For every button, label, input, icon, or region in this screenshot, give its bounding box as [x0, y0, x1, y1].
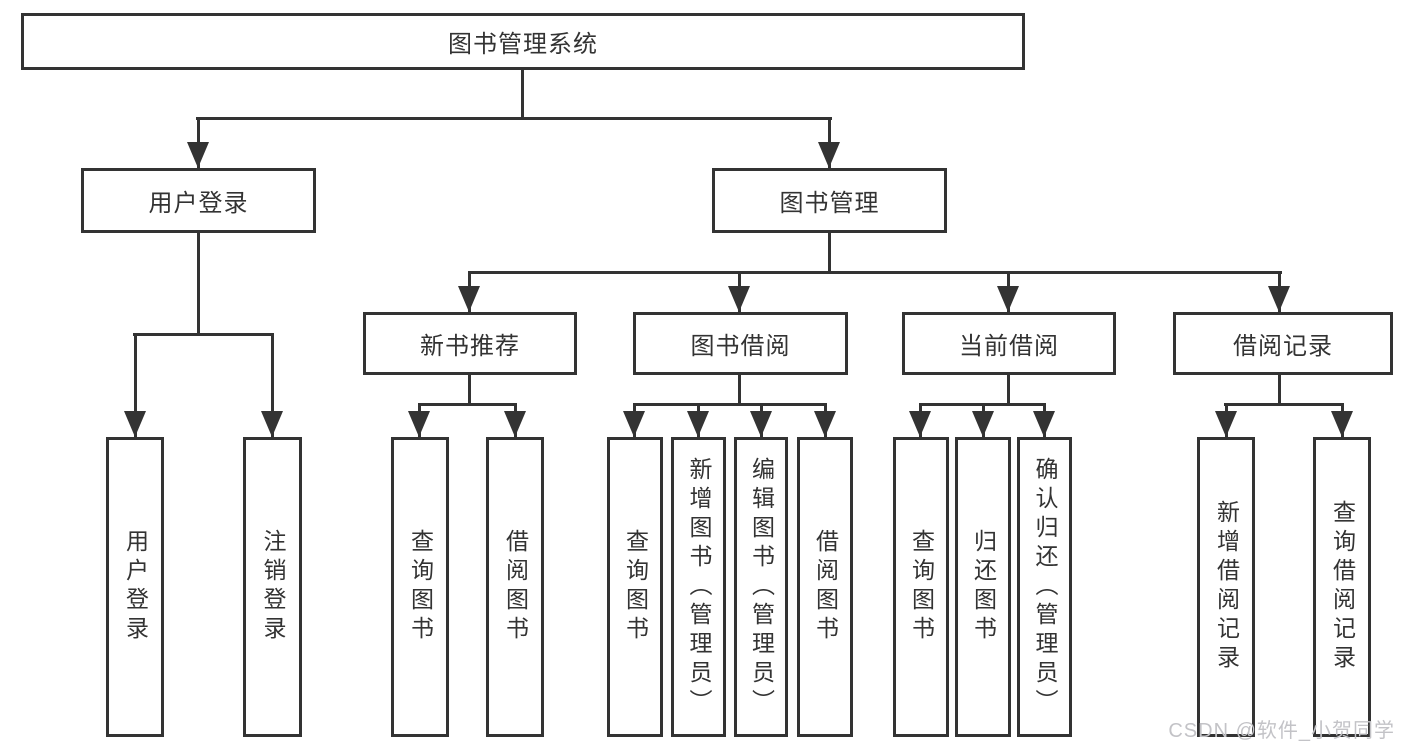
- arrow-down-icon: [504, 411, 526, 437]
- leaf-borrow-books-borrowing: 借阅图书: [797, 437, 853, 737]
- node-borrowing-records: 借阅记录: [1173, 312, 1393, 375]
- connector-stem-borrowing-records: [1278, 373, 1281, 406]
- arrow-down-icon: [909, 411, 931, 437]
- connector-arrow-line: [271, 333, 274, 437]
- node-new-book-recommend: 新书推荐: [363, 312, 577, 375]
- arrow-down-icon: [1331, 411, 1353, 437]
- arrow-down-icon: [750, 411, 772, 437]
- connector-branch-borrowing-records: [1224, 403, 1344, 406]
- arrow-down-icon: [458, 286, 480, 312]
- leaf-query-books-current: 查询图书: [893, 437, 949, 737]
- node-current-borrowing: 当前借阅: [902, 312, 1116, 375]
- leaf-query-borrow-record: 查询借阅记录: [1313, 437, 1371, 737]
- connector-branch-user-login: [133, 333, 274, 336]
- arrow-down-icon: [997, 286, 1019, 312]
- arrow-down-icon: [187, 142, 209, 168]
- leaf-user-login: 用户登录: [106, 437, 164, 737]
- connector-branch-book-management: [468, 271, 1282, 274]
- node-book-management: 图书管理: [712, 168, 947, 233]
- connector-stem-current-borrowing: [1007, 373, 1010, 406]
- connector-stem-book-management: [828, 231, 831, 274]
- leaf-return-book: 归还图书: [955, 437, 1011, 737]
- arrow-down-icon: [623, 411, 645, 437]
- connector-stem-new-book-recommend: [468, 373, 471, 406]
- leaf-borrow-books-recommend: 借阅图书: [486, 437, 544, 737]
- connector-branch-book-borrowing: [633, 403, 827, 406]
- leaf-add-borrow-record: 新增借阅记录: [1197, 437, 1255, 737]
- connector-arrow-line: [134, 333, 137, 437]
- arrow-down-icon: [972, 411, 994, 437]
- arrow-down-icon: [1033, 411, 1055, 437]
- arrow-down-icon: [408, 411, 430, 437]
- arrow-down-icon: [1215, 411, 1237, 437]
- arrow-down-icon: [261, 411, 283, 437]
- arrow-down-icon: [1268, 286, 1290, 312]
- watermark: CSDN @软件_小贺同学: [1168, 720, 1395, 742]
- arrow-down-icon: [124, 411, 146, 437]
- connector-stem-user-login: [197, 230, 200, 336]
- leaf-query-books-recommend: 查询图书: [391, 437, 449, 737]
- connector-branch-new-book-recommend: [418, 403, 517, 406]
- node-root: 图书管理系统: [21, 13, 1025, 70]
- connector-stem-root: [521, 68, 524, 120]
- arrow-down-icon: [814, 411, 836, 437]
- connector-stem-book-borrowing: [738, 373, 741, 406]
- leaf-query-books-borrowing: 查询图书: [607, 437, 663, 737]
- arrow-down-icon: [687, 411, 709, 437]
- leaf-add-book-admin: 新增图书（管理员）: [671, 437, 726, 737]
- node-book-borrowing: 图书借阅: [633, 312, 848, 375]
- leaf-confirm-return-admin: 确认归还（管理员）: [1017, 437, 1072, 737]
- connector-branch-level1: [196, 117, 832, 120]
- arrow-down-icon: [818, 142, 840, 168]
- leaf-edit-book-admin: 编辑图书（管理员）: [734, 437, 788, 737]
- leaf-logout: 注销登录: [243, 437, 302, 737]
- node-user-login: 用户登录: [81, 168, 316, 233]
- arrow-down-icon: [728, 286, 750, 312]
